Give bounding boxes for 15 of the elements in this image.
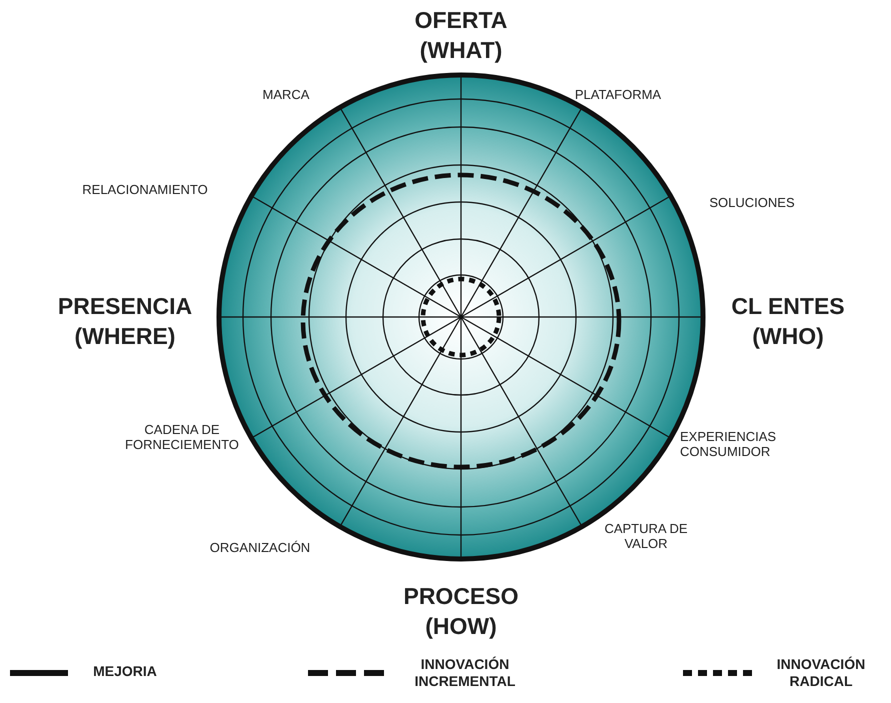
dimension-label: ORGANIZACIÓN (208, 541, 312, 556)
dimension-heading: CL ENTES (WHO) (730, 292, 846, 351)
dimension-label: EXPERIENCIAS CONSUMIDOR (680, 430, 778, 460)
legend-label: INNOVACIÓN RADICAL (776, 656, 866, 690)
dimension-label: CADENA DE FORNECIEMENTO (124, 423, 240, 453)
legend-label: INNOVACIÓN INCREMENTAL (414, 656, 516, 690)
dimension-label: RELACIONAMIENTO (81, 183, 209, 198)
legend-label: MEJORIA (92, 663, 158, 680)
dimension-label: CAPTURA DE VALOR (603, 522, 689, 552)
dimension-label: SOLUCIONES (708, 196, 796, 211)
dimension-label: MARCA (262, 88, 310, 103)
dimension-heading: PRESENCIA (WHERE) (56, 292, 194, 351)
dimension-heading: PROCESO (HOW) (402, 582, 520, 641)
dimension-heading: OFERTA (WHAT) (414, 6, 508, 65)
dimension-label: PLATAFORMA (574, 88, 662, 103)
